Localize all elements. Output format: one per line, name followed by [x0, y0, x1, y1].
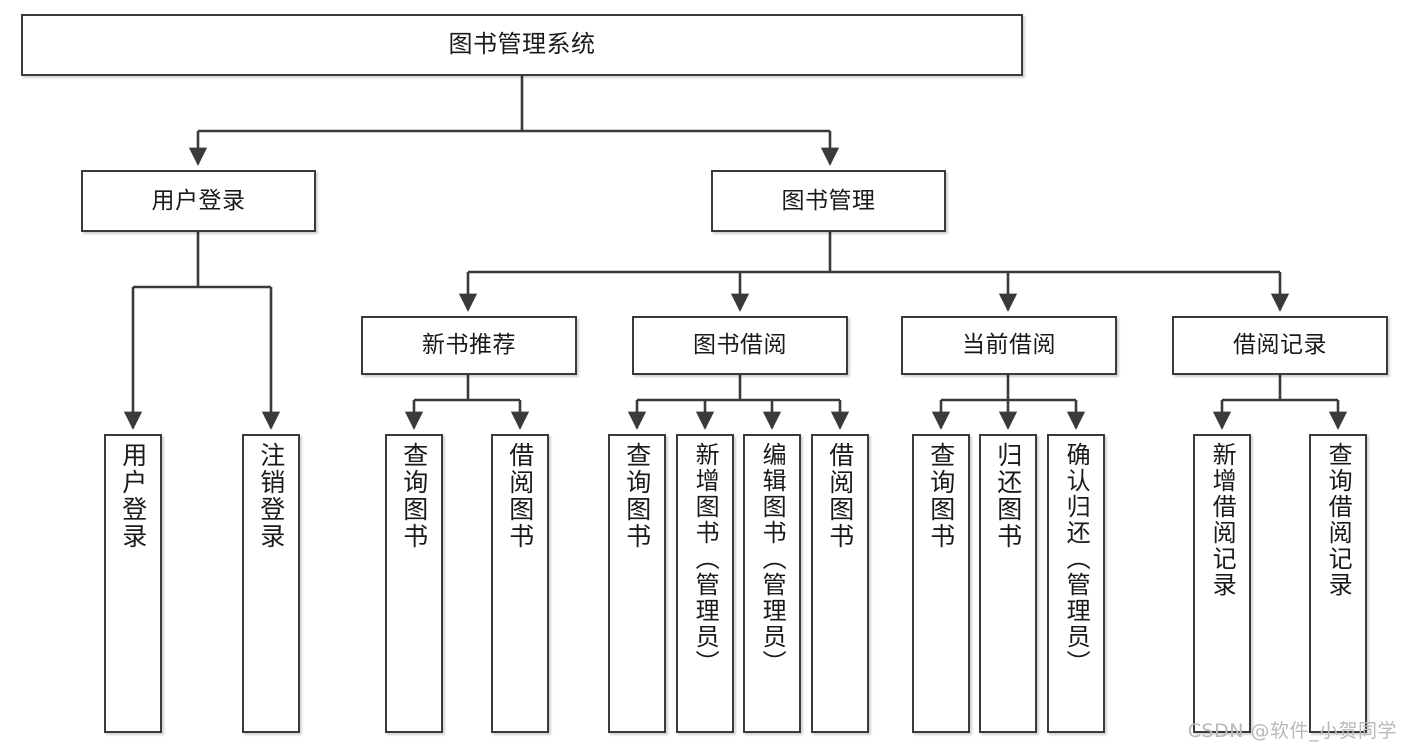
node-label: 新增图书（管理员）: [691, 442, 720, 676]
node-label: 图书管理: [781, 187, 876, 214]
node-leaf-borrow-book-1[interactable]: 借阅图书: [491, 434, 549, 733]
node-label: 借阅图书: [825, 442, 855, 550]
node-leaf-add-book[interactable]: 新增图书（管理员）: [676, 434, 734, 733]
node-book-borrow[interactable]: 图书借阅: [632, 316, 848, 375]
node-label: 图书借阅: [693, 332, 787, 359]
node-leaf-confirm-return[interactable]: 确认归还（管理员）: [1047, 434, 1105, 733]
node-label: 查询借阅记录: [1324, 442, 1353, 598]
node-label: 新书推荐: [422, 332, 516, 359]
node-root-book-management-system[interactable]: 图书管理系统: [21, 14, 1023, 76]
node-label: 查询图书: [622, 442, 652, 550]
node-borrow-record[interactable]: 借阅记录: [1172, 316, 1388, 375]
node-label: 新增借阅记录: [1208, 442, 1237, 598]
node-label: 图书管理系统: [448, 30, 596, 59]
node-label: 借阅图书: [505, 442, 535, 550]
node-label: 当前借阅: [962, 332, 1056, 359]
node-label: 归还图书: [993, 442, 1023, 550]
node-label: 编辑图书（管理员）: [758, 442, 787, 676]
node-label: 查询图书: [399, 442, 429, 550]
node-leaf-edit-book[interactable]: 编辑图书（管理员）: [743, 434, 801, 733]
node-leaf-user-login[interactable]: 用户登录: [104, 434, 162, 733]
node-new-book-recommend[interactable]: 新书推荐: [361, 316, 577, 375]
node-leaf-query-book-1[interactable]: 查询图书: [385, 434, 443, 733]
node-label: 确认归还（管理员）: [1062, 442, 1091, 676]
node-current-borrow[interactable]: 当前借阅: [901, 316, 1117, 375]
node-label: 用户登录: [118, 442, 148, 550]
node-leaf-borrow-book-2[interactable]: 借阅图书: [811, 434, 869, 733]
node-leaf-query-book-2[interactable]: 查询图书: [608, 434, 666, 733]
node-user-login[interactable]: 用户登录: [81, 170, 316, 232]
node-leaf-add-record[interactable]: 新增借阅记录: [1193, 434, 1251, 733]
node-label: 用户登录: [151, 187, 246, 214]
node-book-management[interactable]: 图书管理: [711, 170, 946, 232]
node-leaf-return-book[interactable]: 归还图书: [979, 434, 1037, 733]
node-leaf-logout-login[interactable]: 注销登录: [242, 434, 300, 733]
node-leaf-query-record[interactable]: 查询借阅记录: [1309, 434, 1367, 733]
node-label: 借阅记录: [1233, 332, 1327, 359]
node-label: 查询图书: [926, 442, 956, 550]
node-label: 注销登录: [256, 442, 286, 550]
node-leaf-query-book-3[interactable]: 查询图书: [912, 434, 970, 733]
